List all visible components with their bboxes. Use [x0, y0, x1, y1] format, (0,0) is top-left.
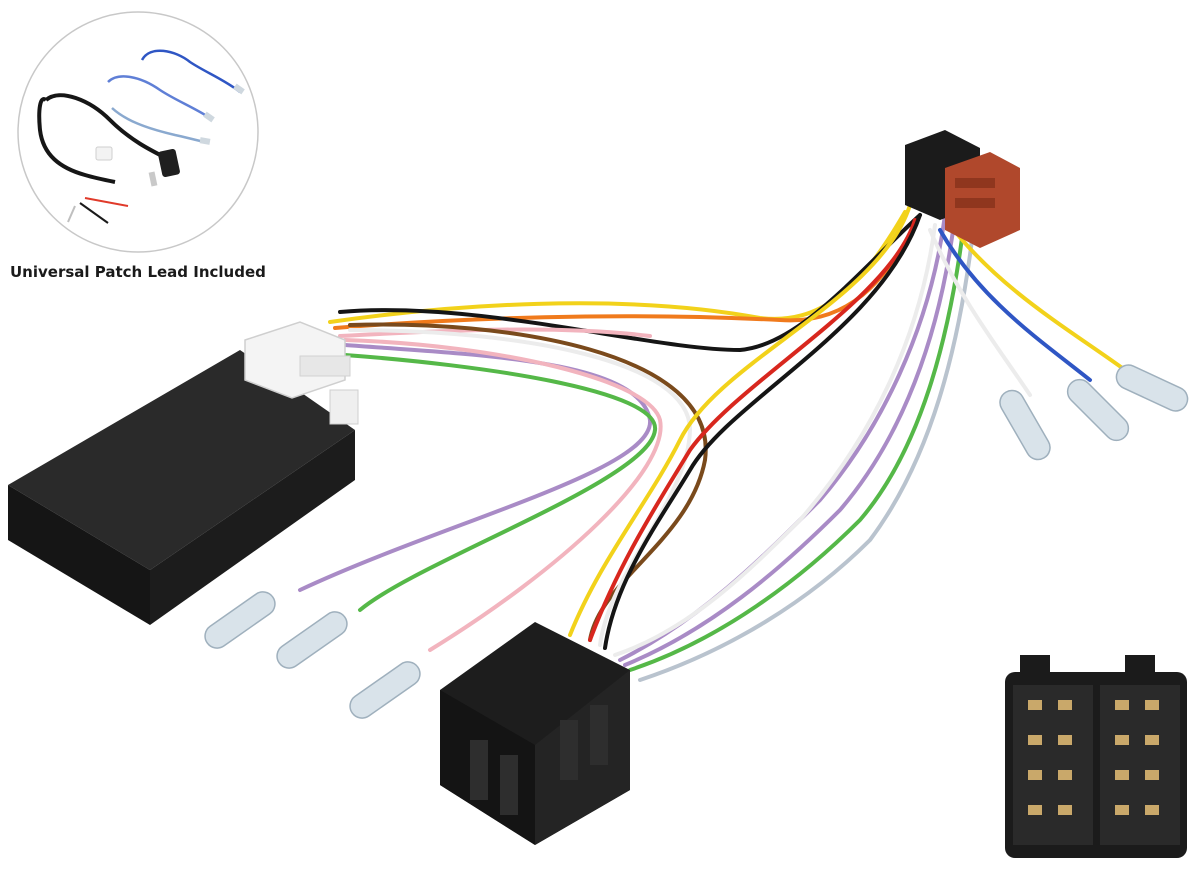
spade-terminals-right — [999, 364, 1189, 461]
wire-bundle — [298, 203, 1127, 682]
patch-lead-caption: Universal Patch Lead Included — [10, 263, 266, 281]
spade-terminals-left — [204, 591, 421, 719]
interface-module-icon — [8, 321, 359, 625]
iso-plug-icon — [440, 622, 630, 845]
terminal-connector-icon — [1005, 655, 1187, 858]
patch-lead-inset — [17, 11, 259, 253]
iso-plug-top — [905, 130, 1020, 248]
patch-lead-icon — [37, 49, 245, 224]
